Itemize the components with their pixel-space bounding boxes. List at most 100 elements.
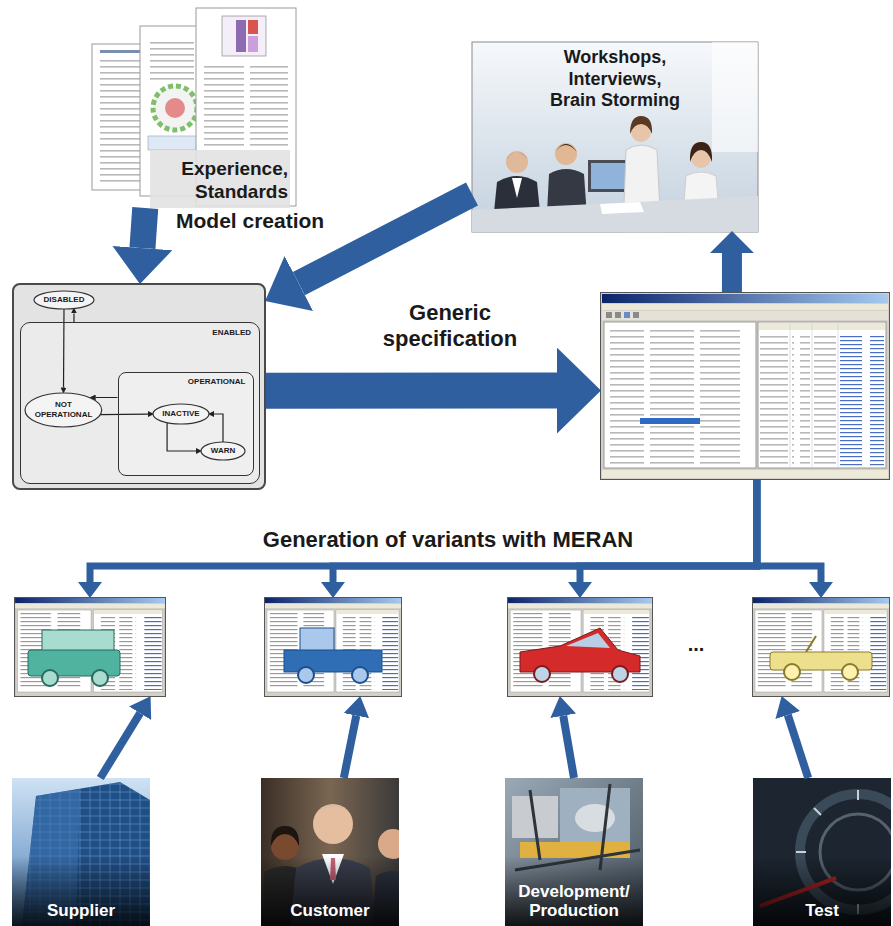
- spec-screenshot: [640, 418, 700, 424]
- spec-screenshot: [624, 312, 630, 318]
- spec-screenshot: [615, 312, 621, 318]
- meeting-photo: [512, 178, 522, 198]
- state-ellipse: NOT OPERATIONAL: [24, 392, 103, 428]
- arrow-label: Generic specification: [360, 300, 540, 353]
- node-label: INACTIVE: [162, 409, 199, 419]
- spec-screenshot: [790, 322, 838, 468]
- car-icon: [28, 628, 872, 686]
- node-label: ENABLED: [212, 328, 251, 338]
- spec-screenshot: [792, 334, 810, 466]
- variant-screenshot: [15, 598, 166, 697]
- customer-photo: [261, 778, 399, 926]
- meeting-photo: [555, 143, 577, 165]
- car-icon: [284, 650, 382, 672]
- car-icon: [534, 666, 550, 682]
- state-transition: [63, 309, 65, 388]
- ellipsis-mark: ...: [676, 632, 716, 656]
- document-stack: [165, 98, 185, 118]
- flow-arrow: [100, 713, 140, 778]
- car-icon: [42, 670, 58, 686]
- car-icon: [298, 667, 314, 683]
- meeting-photo: [472, 196, 758, 232]
- flow-arrow: [788, 715, 808, 778]
- section-heading: Generation of variants with MERAN: [198, 527, 698, 553]
- variant-screenshot: [752, 598, 889, 697]
- flow-arrow: [266, 373, 557, 409]
- source-documents: Experience, Standards: [88, 6, 300, 208]
- variant-screenshot: [264, 598, 401, 697]
- superstate-box: OPERATIONALINACTIVEWARN: [118, 372, 254, 476]
- spec-screenshot: [602, 294, 888, 303]
- meeting-photo: [712, 42, 758, 152]
- flow-arrow: [757, 480, 821, 582]
- car-icon: [784, 664, 800, 680]
- arrow-label-box: Generic specification: [360, 300, 540, 353]
- arrow-label-box: Model creation: [176, 208, 376, 233]
- node-label: OPERATIONAL: [188, 377, 246, 387]
- document-stack: [153, 86, 197, 130]
- spec-screenshot: [604, 322, 756, 468]
- flow-arrow: [142, 208, 145, 248]
- node-label: Workshops, Interviews, Brain Storming: [545, 47, 685, 112]
- variant-window: [752, 597, 890, 697]
- superstate-box: ENABLED NOT OPERATIONAL OPERATIONAL INACTIV…: [20, 322, 260, 484]
- spec-screenshot: [601, 293, 890, 480]
- meeting-photo: [506, 152, 528, 160]
- multimeter-photo: [753, 778, 891, 926]
- car-icon: [92, 670, 108, 686]
- state-machine-panel: [118, 372, 254, 476]
- stakeholder-photo: Supplier: [12, 778, 150, 926]
- meeting-photo: [591, 163, 627, 189]
- building-photo: [12, 856, 150, 926]
- document-stack: [222, 16, 266, 56]
- production-photo: [505, 778, 643, 926]
- spec-screenshot: [601, 293, 890, 480]
- meeting-photo: [472, 42, 758, 232]
- variant-window: [264, 597, 402, 697]
- node-label: Development/ Production: [514, 882, 634, 921]
- specification-window: [600, 292, 890, 480]
- building-photo: [12, 778, 150, 926]
- meeting-photo: [506, 151, 528, 173]
- state-machine-panel: [12, 283, 266, 490]
- state-machine-panel: [20, 322, 260, 484]
- state-outline: [34, 291, 94, 309]
- node-label: Supplier: [47, 901, 115, 921]
- multimeter-photo: [753, 856, 891, 926]
- document-stack: [150, 150, 290, 208]
- section-heading-box: Generation of variants with MERAN: [198, 527, 698, 553]
- document-stack: [92, 8, 296, 208]
- state-outline: [201, 442, 245, 460]
- flow-arrow: [722, 253, 742, 292]
- customer-photo: [261, 778, 399, 926]
- customer-photo: [261, 856, 399, 926]
- variant-window: [14, 597, 166, 697]
- state-ellipse: DISABLED: [33, 290, 95, 310]
- car-icon: [352, 667, 368, 683]
- meeting-photo: [690, 142, 712, 162]
- node-label: Test: [805, 901, 839, 921]
- meeting-photo: [630, 116, 652, 134]
- state-transition: [96, 397, 118, 398]
- spec-screenshot: [602, 304, 888, 310]
- spec-screenshot: [759, 323, 885, 330]
- building-photo: [12, 778, 150, 926]
- node-label: DISABLED: [44, 295, 85, 305]
- car-icon: [42, 630, 114, 652]
- spec-screenshot: [758, 322, 886, 468]
- spec-screenshot: [610, 326, 740, 466]
- variant-screenshot: [15, 598, 890, 697]
- state-transition: [73, 313, 74, 322]
- flow-arrow: [90, 480, 757, 582]
- customer-photo: [313, 805, 353, 818]
- car-icon: [566, 633, 610, 648]
- variant-window: [507, 597, 653, 697]
- customer-photo: [378, 829, 399, 859]
- state-outline: [153, 404, 209, 424]
- production-photo: [505, 856, 643, 926]
- production-photo: [575, 804, 615, 832]
